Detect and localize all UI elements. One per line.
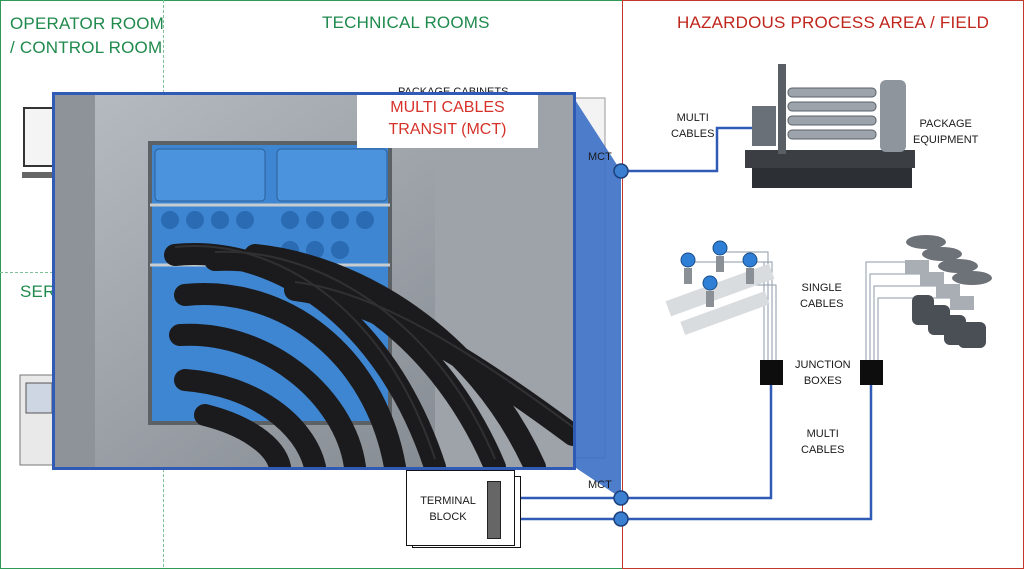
terminal-block-label: TERMINAL BLOCK [413, 493, 483, 525]
terminal-strip [487, 481, 501, 539]
package-equipment-line2: EQUIPMENT [913, 134, 979, 146]
single-cables-label: SINGLE CABLES [800, 280, 843, 312]
mct-photo-drawing [55, 95, 573, 467]
mct-node-bottom-2 [613, 511, 629, 527]
terminal-block-line2: BLOCK [429, 511, 467, 523]
multi-cables-bottom-label: MULTI CABLES [801, 426, 844, 458]
junction-box-2 [860, 360, 883, 385]
package-equipment-label: PACKAGE EQUIPMENT [913, 116, 978, 148]
package-equipment-line1: PACKAGE [919, 118, 972, 130]
operator-title-line1: OPERATOR ROOM [10, 14, 165, 33]
package-equipment-icon [745, 64, 915, 188]
server-room-title: SER [20, 282, 56, 301]
technical-rooms-title: TECHNICAL ROOMS [322, 13, 490, 32]
hazardous-area-title: HAZARDOUS PROCESS AREA / FIELD [677, 13, 990, 32]
multi-cables-top-line1: MULTI [676, 112, 709, 124]
terminal-block: TERMINAL BLOCK [406, 470, 515, 546]
multi-cables-bottom-line1: MULTI [806, 428, 839, 440]
cable-lines [495, 126, 873, 521]
multi-cables-top-line2: CABLES [671, 128, 715, 140]
operator-monitor-icon [22, 107, 55, 178]
control-valves-icon [905, 235, 992, 348]
mct-bottom-label: MCT [588, 479, 612, 491]
mct-node-bottom [613, 490, 629, 506]
terminal-block-line1: TERMINAL [420, 495, 476, 507]
mct-top-label: MCT [588, 151, 612, 163]
junction-boxes-line1: JUNCTION [795, 359, 851, 371]
single-cables-line1: SINGLE [801, 282, 842, 294]
junction-box-1 [760, 360, 783, 385]
operator-room-title: OPERATOR ROOM / CONTROL ROOM [10, 12, 164, 60]
mct-callout-line1: MULTI CABLES [390, 99, 505, 116]
multi-cables-bottom-line2: CABLES [801, 444, 845, 456]
server-rack-icon [19, 374, 55, 466]
multi-cables-top-label: MULTI CABLES [671, 110, 714, 142]
mct-callout-line2: TRANSIT (MCT) [388, 121, 507, 138]
mct-photo [52, 92, 576, 470]
junction-boxes-label: JUNCTION BOXES [795, 357, 851, 389]
junction-boxes-line2: BOXES [803, 375, 842, 387]
single-cables-line2: CABLES [800, 298, 844, 310]
transmitters-icon [665, 240, 775, 335]
mct-node-top [613, 163, 629, 179]
mct-zoom-wedge [570, 92, 621, 498]
mct-callout: MULTI CABLES TRANSIT (MCT) [357, 95, 538, 148]
operator-title-line2: / CONTROL ROOM [10, 38, 163, 57]
